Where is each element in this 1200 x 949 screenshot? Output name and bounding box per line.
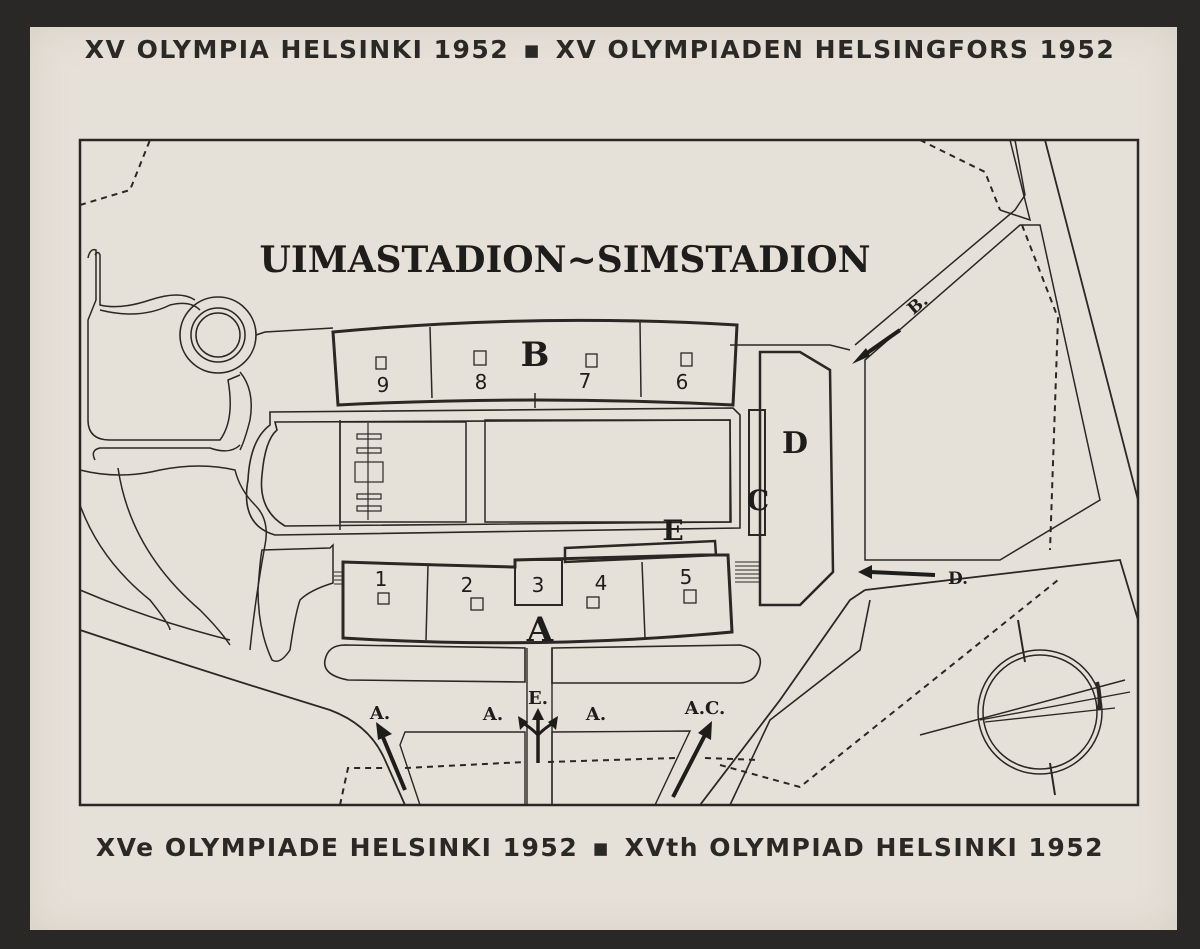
ticket	[30, 27, 1177, 930]
stand-b-outline	[331, 318, 739, 407]
entrance-e-label: E.	[528, 688, 548, 709]
dashed-boundary-lower	[719, 579, 1059, 789]
entrance-a-centerleft-label: A.	[482, 704, 503, 725]
entrance-a-centerright-label: A.	[585, 704, 606, 725]
section-9-label: 9	[377, 373, 390, 397]
section-7-label: 7	[579, 369, 592, 393]
footer-right: XVth OLYMPIAD HELSINKI 1952	[624, 833, 1105, 862]
dashed-boundary-topleft	[79, 139, 151, 206]
stand-c-label: C	[747, 484, 769, 517]
header-left: XV OLYMPIA HELSINKI 1952	[84, 35, 510, 64]
entrance-d-label: D.	[948, 569, 968, 589]
dashed-boundary-topright	[919, 139, 1001, 211]
section-5-label: 5	[680, 565, 693, 589]
section-2-label: 2	[461, 573, 474, 597]
section-4-label: 4	[595, 571, 608, 595]
section-6-label: 6	[676, 370, 689, 394]
dashed-boundary-right	[1021, 224, 1060, 551]
section-8-label: 8	[475, 370, 488, 394]
separator-icon: ▪	[523, 35, 542, 64]
venue-title: UIMASTADION~SIMSTADION	[259, 239, 870, 281]
header-right: XV OLYMPIADEN HELSINGFORS 1952	[555, 35, 1116, 64]
section-1-label: 1	[375, 567, 388, 591]
stand-b-label: B	[521, 335, 550, 375]
separator-icon: ▪	[592, 833, 611, 862]
footer-text: XVe OLYMPIADE HELSINKI 1952 ▪ XVth OLYMPIA…	[0, 833, 1200, 862]
header-text: XV OLYMPIA HELSINKI 1952 ▪ XV OLYMPIADEN H…	[0, 35, 1200, 64]
main-pool	[484, 419, 731, 523]
footer-left: XVe OLYMPIADE HELSINKI 1952	[95, 833, 579, 862]
stand-a-outline	[341, 553, 734, 645]
stand-a-section-3-box	[514, 559, 563, 606]
stand-d-outline	[758, 350, 835, 607]
stand-e-label: E	[662, 514, 683, 547]
entrance-a-left-label: A.	[369, 703, 390, 724]
entrance-b-label: B.	[904, 291, 932, 319]
entrance-ac-label: A.C.	[684, 698, 726, 719]
section-3-label: 3	[532, 573, 545, 597]
stand-c-outline	[748, 409, 766, 536]
stand-a-label: A	[526, 610, 554, 650]
stand-d-label: D	[782, 426, 808, 461]
stand-e-outline	[563, 539, 718, 564]
diving-pool	[339, 421, 467, 523]
